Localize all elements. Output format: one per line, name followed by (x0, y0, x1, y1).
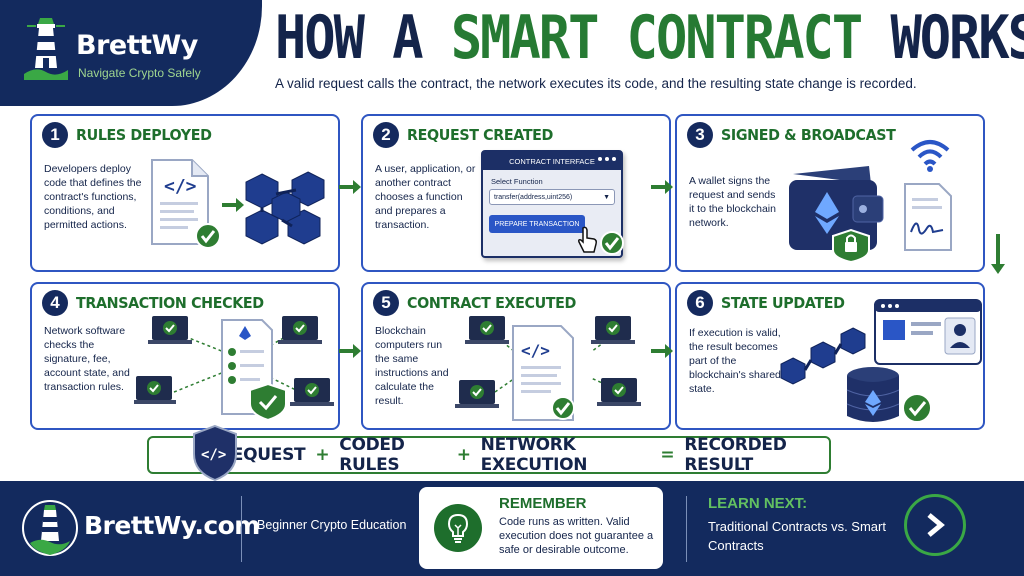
step-number: 3 (687, 122, 713, 148)
lightbulb-icon (434, 504, 482, 552)
step-header: 5 CONTRACT EXECUTED (373, 290, 591, 316)
step-description: Network software checks the signature, f… (44, 325, 130, 393)
step-title: RULES DEPLOYED (76, 126, 212, 144)
code-document-icon: </> (151, 159, 221, 249)
window-controls-icon (598, 157, 616, 161)
select-label: Select Function (491, 177, 543, 186)
page-title: HOW A SMART CONTRACT WORKS (275, 4, 1024, 73)
step-card-5: 5 CONTRACT EXECUTED Blockchain computers… (361, 282, 671, 430)
footer: BrettWy.com Beginner Crypto Education RE… (0, 481, 1024, 576)
function-select[interactable]: transfer(address,uint256) ▼ (489, 189, 615, 205)
prepare-transaction-button[interactable]: PREPARE TRANSACTION (489, 215, 585, 233)
equation-plus: + (456, 445, 471, 465)
learn-next-link[interactable]: Traditional Contracts vs. Smart Contract… (708, 519, 886, 553)
arrow-right-icon (339, 180, 361, 194)
step-title: SIGNED & BROADCAST (721, 126, 896, 144)
check-badge-icon (600, 231, 624, 255)
footer-tagline: Beginner Crypto Education (257, 518, 407, 532)
remember-text: Code runs as written. Valid execution do… (499, 516, 654, 556)
step-description: A user, application, or another contract… (375, 163, 476, 231)
lighthouse-logo-icon (24, 18, 68, 80)
interface-header: CONTRACT INTERFACE (509, 156, 595, 166)
code-shield-icon: </> (193, 424, 237, 482)
equation-term-network-execution: NETWORK EXECUTION (480, 435, 588, 475)
step-number: 2 (373, 122, 399, 148)
arrow-right-icon (339, 344, 361, 358)
step-number: 1 (42, 122, 68, 148)
window-titlebar: CONTRACT INTERFACE (483, 152, 621, 170)
function-select-value: transfer(address,uint256) (494, 193, 573, 201)
blockchain-blocks-icon (245, 171, 325, 245)
arrow-right-icon (651, 180, 673, 194)
footer-site-name: BrettWy.com (84, 511, 260, 540)
svg-text:</>: </> (521, 341, 550, 360)
step-title: REQUEST CREATED (407, 126, 554, 144)
step-description: Developers deploy code that defines the … (44, 163, 142, 231)
arrow-down-icon (991, 234, 1005, 274)
title-part-3: WORKS (861, 4, 1024, 73)
step-description: Blockchain computers run the same instru… (375, 325, 449, 407)
equation-term-recorded-result: RECORDED RESULT (684, 435, 787, 475)
step-header: 2 REQUEST CREATED (373, 122, 566, 148)
step-header: 4 TRANSACTION CHECKED (42, 290, 280, 316)
prepare-transaction-label: PREPARE TRANSACTION (494, 220, 580, 228)
svg-text:</>: </> (201, 447, 226, 463)
step-number: 4 (42, 290, 68, 316)
arrow-right-icon (651, 344, 673, 358)
equation-term-coded-rules: CODED RULES (339, 435, 405, 475)
title-part-2: SMART CONTRACT (450, 4, 863, 73)
step-description: A wallet signs the request and sends it … (689, 175, 776, 229)
step-number: 6 (687, 290, 713, 316)
remember-title: REMEMBER (499, 495, 587, 512)
equation-plus: + (315, 445, 330, 465)
lighthouse-logo-icon (22, 500, 78, 556)
step-title: STATE UPDATED (721, 294, 845, 312)
step-title: TRANSACTION CHECKED (76, 294, 264, 312)
distributed-execution-icon: </> (455, 316, 641, 421)
learn-next-title: LEARN NEXT: (708, 495, 808, 512)
network-validation-icon (134, 316, 334, 422)
step-title: CONTRACT EXECUTED (407, 294, 577, 312)
crypto-wallet-icon (789, 166, 884, 262)
step-number: 5 (373, 290, 399, 316)
equation-term-request: REQUEST (219, 445, 306, 465)
equation-equals: = (660, 445, 675, 465)
signed-document-icon (904, 183, 952, 251)
step-card-1: 1 RULES DEPLOYED Developers deploy code … (30, 114, 340, 272)
step-description: If execution is valid, the result become… (689, 327, 781, 395)
svg-text:</>: </> (164, 176, 197, 197)
title-part-1: HOW A (275, 4, 451, 73)
remember-box: REMEMBER Code runs as written. Valid exe… (419, 487, 663, 569)
arrow-right-icon (222, 198, 244, 212)
chevron-right-icon (927, 513, 945, 537)
brand-header: BrettWy Navigate Crypto Safely (0, 0, 262, 106)
state-update-icon (780, 299, 982, 423)
contract-interface-window: CONTRACT INTERFACE Select Function trans… (481, 150, 623, 258)
footer-divider (241, 496, 242, 562)
cursor-hand-icon (578, 226, 597, 253)
step-card-2: 2 REQUEST CREATED A user, application, o… (361, 114, 671, 272)
page-subtitle: A valid request calls the contract, the … (275, 76, 917, 91)
chevron-down-icon: ▼ (603, 193, 610, 201)
brand-tagline: Navigate Crypto Safely (78, 66, 201, 80)
wifi-signal-icon (910, 140, 950, 172)
step-card-6: 6 STATE UPDATED If execution is valid, t… (675, 282, 985, 430)
footer-divider (686, 496, 687, 562)
step-card-3: 3 SIGNED & BROADCAST A wallet signs the … (675, 114, 985, 272)
step-card-4: 4 TRANSACTION CHECKED Network software c… (30, 282, 340, 430)
step-header: 6 STATE UPDATED (687, 290, 855, 316)
brand-name: BrettWy (76, 30, 198, 61)
step-header: 3 SIGNED & BROADCAST (687, 122, 911, 148)
next-button[interactable] (904, 494, 966, 556)
summary-equation: REQUEST + CODED RULES + NETWORK EXECUTIO… (147, 435, 831, 475)
step-header: 1 RULES DEPLOYED (42, 122, 223, 148)
